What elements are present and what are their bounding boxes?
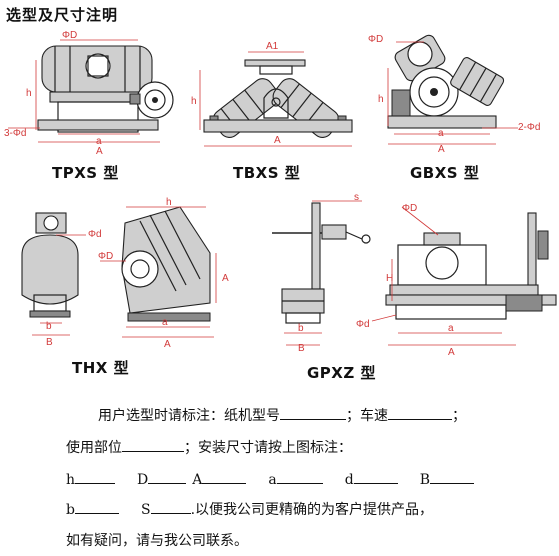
gpxz-label-D: ΦD bbox=[402, 203, 417, 214]
tpxs-caption: TPXS 型 bbox=[52, 164, 119, 182]
tpxs-drawing: ΦD h a A 3-Φd bbox=[4, 30, 174, 157]
thx-label-d: Φd bbox=[88, 229, 102, 240]
tbxs-label-A1: A1 bbox=[266, 41, 279, 52]
form-line2-mid: ；安装尺寸请按上图标注： bbox=[184, 440, 352, 456]
usage-position-blank[interactable] bbox=[122, 437, 184, 452]
dim-A-label: A bbox=[192, 472, 203, 488]
dim-D-label: D bbox=[137, 472, 149, 488]
thx-label-b: b bbox=[46, 321, 52, 332]
form-line1-lead: 用户选型时请标注：纸机型号 bbox=[98, 408, 280, 424]
thx-label-B: B bbox=[46, 337, 53, 348]
gbxs-label-h: h bbox=[378, 94, 384, 105]
dim-a-blank[interactable] bbox=[276, 469, 323, 484]
gpxz-label-s: s bbox=[354, 192, 359, 203]
gpxz-caption: GPXZ 型 bbox=[307, 364, 376, 382]
gbxs-label-D: ΦD bbox=[368, 34, 383, 45]
form-line-4: b S .以便我公司更精确的为客户提供产品， bbox=[66, 499, 546, 519]
tbxs-label-h: h bbox=[191, 96, 197, 107]
form-line-5: 如有疑问，请与我公司联系。 bbox=[66, 533, 248, 549]
tbxs-label-A: A bbox=[274, 135, 281, 146]
thx-label-D: ΦD bbox=[98, 251, 113, 262]
dim-D-blank[interactable] bbox=[148, 469, 187, 484]
dim-B-blank[interactable] bbox=[430, 469, 475, 484]
gpxz-label-b: b bbox=[298, 323, 304, 334]
form-line-1: 用户选型时请标注：纸机型号 ；车速 ； bbox=[98, 405, 538, 425]
dim-a-label: a bbox=[268, 472, 277, 488]
form-line2-lead: 使用部位 bbox=[66, 440, 122, 456]
gbxs-label-a: a bbox=[438, 128, 444, 139]
form-line-2: 使用部位 ；安装尺寸请按上图标注： bbox=[66, 437, 536, 457]
tbxs-caption: TBXS 型 bbox=[233, 164, 301, 182]
gpxz-label-d: Φd bbox=[356, 319, 370, 330]
dim-h-blank[interactable] bbox=[75, 469, 116, 484]
tpxs-label-a: a bbox=[96, 136, 102, 147]
dim-S-label: S bbox=[140, 502, 151, 518]
gbxs-drawing: ΦD h a A 2-Φd bbox=[368, 34, 540, 155]
thx-label-a: a bbox=[162, 317, 168, 328]
dim-A-blank[interactable] bbox=[202, 469, 247, 484]
gpxz-drawing: s b B H ΦD Φd a A bbox=[272, 192, 557, 358]
gbxs-label-d: 2-Φd bbox=[518, 122, 540, 133]
dim-b-blank[interactable] bbox=[74, 499, 119, 514]
form-line1-sep: ；车速 bbox=[346, 408, 388, 424]
gpxz-label-A: A bbox=[448, 347, 455, 358]
dim-h-label: h bbox=[66, 472, 76, 488]
dim-d-blank[interactable] bbox=[353, 469, 398, 484]
thx-label-A-side: A bbox=[222, 273, 229, 284]
form-line4-text: .以便我公司更精确的为客户提供产品， bbox=[190, 502, 434, 518]
tpxs-label-h: h bbox=[26, 88, 32, 99]
paper-machine-model-blank[interactable] bbox=[280, 405, 346, 420]
tpxs-label-D: ΦD bbox=[62, 30, 77, 41]
gpxz-label-B: B bbox=[298, 343, 305, 354]
speed-blank[interactable] bbox=[388, 405, 452, 420]
dim-b-label: b bbox=[66, 502, 75, 518]
gpxz-label-a: a bbox=[448, 323, 454, 334]
gbxs-label-A: A bbox=[438, 144, 445, 155]
dim-B-label: B bbox=[419, 472, 431, 488]
thx-drawing: Φd b B h ΦD a A A bbox=[21, 197, 229, 350]
tpxs-label-d: 3-Φd bbox=[4, 128, 26, 139]
thx-label-h: h bbox=[166, 197, 172, 208]
form-line1-end: ； bbox=[452, 408, 466, 424]
dim-S-blank[interactable] bbox=[150, 499, 191, 514]
dim-d-label: d bbox=[344, 472, 354, 488]
thx-caption: THX 型 bbox=[72, 359, 130, 377]
gbxs-caption: GBXS 型 bbox=[410, 164, 480, 182]
gpxz-label-H: H bbox=[386, 273, 393, 284]
tbxs-drawing: A1 h A bbox=[191, 41, 353, 147]
thx-label-A: A bbox=[164, 339, 171, 350]
tpxs-label-A: A bbox=[96, 146, 103, 157]
page-title: 选型及尺寸注明 bbox=[6, 6, 119, 24]
